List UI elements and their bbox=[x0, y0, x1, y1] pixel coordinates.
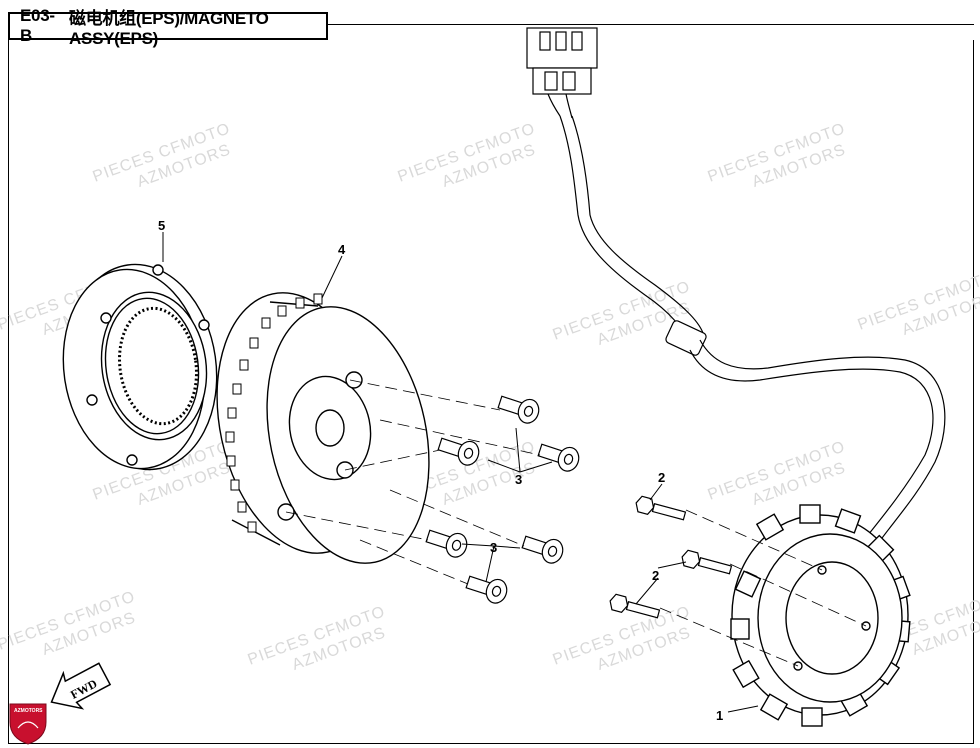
diagram-code: E03-B bbox=[20, 6, 55, 45]
leader-lines bbox=[162, 232, 759, 713]
callout-bolt-b: 2 bbox=[652, 568, 659, 583]
brand-shield-logo: AZMOTORS bbox=[9, 703, 47, 745]
logo-text: AZMOTORS bbox=[14, 708, 43, 714]
fwd-arrow-icon: FWD bbox=[50, 662, 112, 710]
callout-screw-a: 3 bbox=[515, 472, 522, 487]
alignment-lines bbox=[285, 379, 867, 667]
flywheel bbox=[216, 292, 430, 564]
stator bbox=[730, 504, 911, 727]
diagram-title: E03-B 磁电机组(EPS)/MAGNETO ASSY(EPS) bbox=[8, 6, 328, 48]
overrunning-clutch bbox=[62, 263, 218, 471]
callout-bolt-a: 2 bbox=[658, 470, 665, 485]
diagram-title-text: 磁电机组(EPS)/MAGNETO ASSY(EPS) bbox=[69, 8, 269, 48]
bolts bbox=[609, 495, 733, 619]
frame-top-line bbox=[328, 24, 974, 25]
callout-clutch: 5 bbox=[158, 218, 165, 233]
wire-harness bbox=[526, 27, 946, 553]
callout-stator: 1 bbox=[716, 708, 723, 723]
callout-flywheel: 4 bbox=[338, 242, 346, 257]
callout-screw-b: 3 bbox=[490, 540, 497, 555]
screws bbox=[425, 395, 580, 604]
